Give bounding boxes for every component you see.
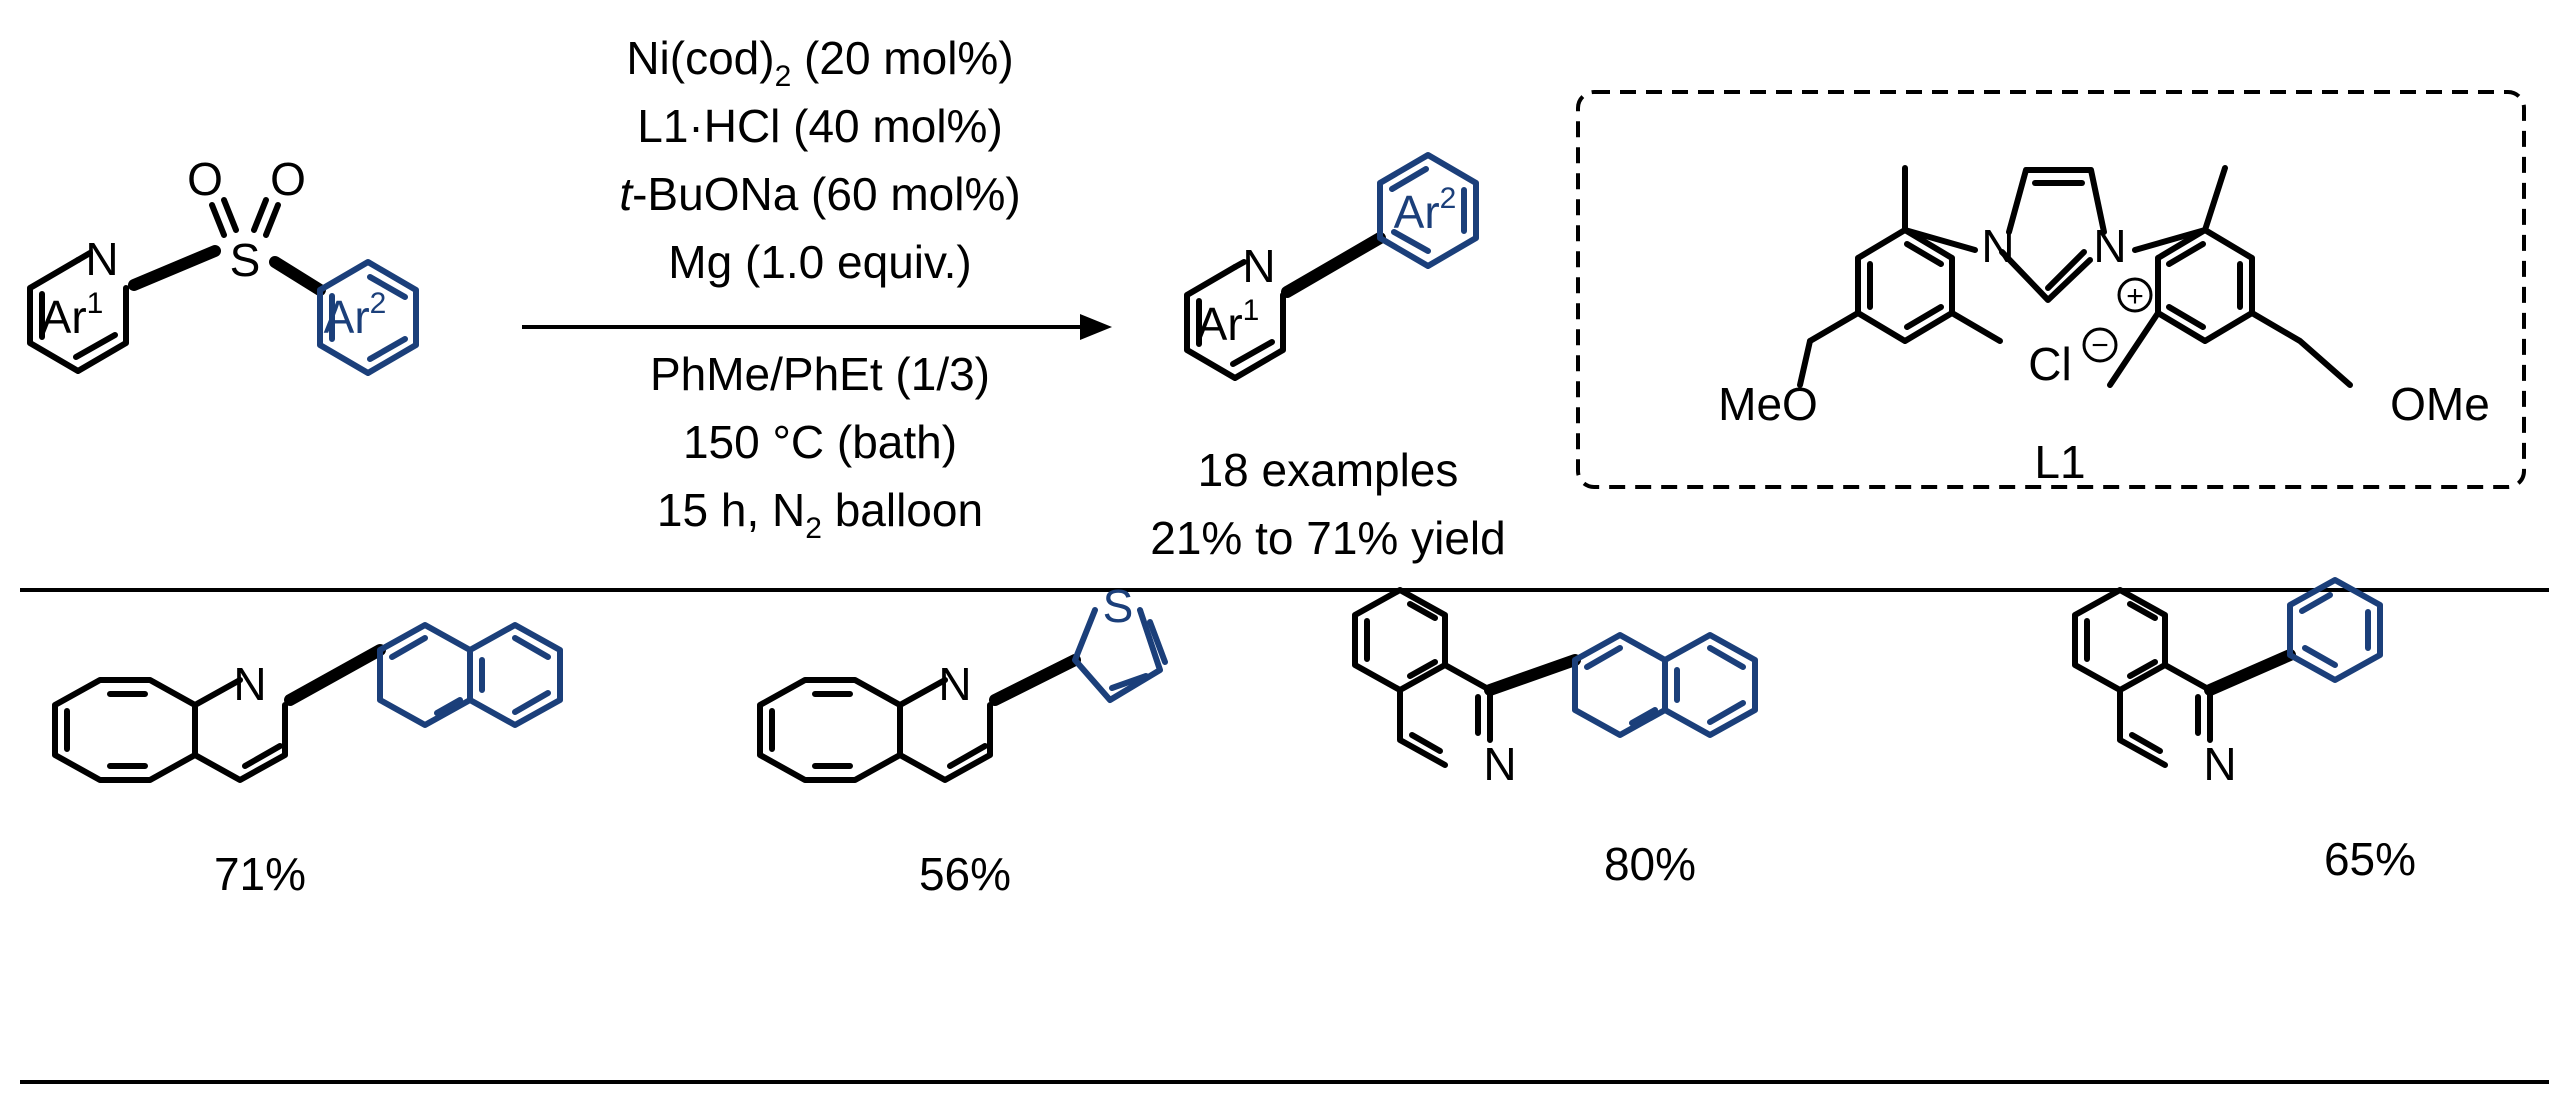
product-ar2-label: Ar2 [1394, 182, 1457, 238]
reagent-reductant: Mg (1.0 equiv.) [668, 236, 971, 288]
ex2-thiophene-s: S [1103, 580, 1134, 632]
ex1-biaryl-bond [284, 644, 386, 706]
ligand-dashed-border [1576, 90, 2526, 489]
ligand-box: N N + MeO OMe Cl − [1576, 90, 2526, 489]
ex3-n: N [1483, 738, 1516, 790]
pyridine-n: N [85, 233, 118, 285]
ligand-label: L1 [2034, 436, 2085, 488]
starting-material-sulfone: N Ar1 S O O Ar2 [27, 153, 419, 376]
condition-time-atmosphere: 15 h, N2 balloon [657, 484, 983, 545]
c-s-bond [128, 245, 221, 291]
ex4-n: N [2203, 738, 2236, 790]
ex2-biaryl-bond [989, 654, 1081, 706]
ex3-biaryl-bond [1484, 654, 1581, 696]
scope-count: 18 examples [1198, 444, 1459, 496]
minus-sign: − [2091, 329, 2109, 362]
ar1-label: Ar1 [41, 287, 104, 343]
ex3-yield: 80% [1604, 838, 1696, 890]
imidazolium-ring: N N + [1981, 167, 2153, 313]
example-4: N 65% [2072, 577, 2416, 885]
reagent-base: t-BuONa (60 mol%) [619, 168, 1020, 220]
ex4-biaryl-bond [2204, 649, 2296, 696]
product-ar2-ring: Ar2 [1377, 152, 1479, 269]
positive-charge-icon [2117, 277, 2153, 313]
sulfur: S [230, 234, 261, 286]
s-o-double-bonds [209, 197, 281, 238]
example-3: N 80% [1352, 587, 1758, 890]
product-pyridine-ring: N Ar1 [1184, 240, 1286, 381]
example-1: N 71% [52, 622, 563, 900]
ex1-yield: 71% [214, 848, 306, 900]
chloride-ion: Cl [2028, 338, 2071, 390]
imidazolium-n1: N [1981, 220, 2014, 272]
condition-solvent: PhMe/PhEt (1/3) [650, 348, 990, 400]
plus-sign: + [2126, 280, 2144, 313]
pyridine-ring: N Ar1 [27, 233, 129, 374]
reaction-arrow-group: Ni(cod)2 (20 mol%) L1·HCl (40 mol%) t-Bu… [522, 32, 1112, 545]
left-aryl-ring: MeO [1718, 165, 2003, 430]
product-pyridine-n: N [1242, 240, 1275, 292]
ar2-ring: Ar2 [317, 259, 419, 376]
product-arylpyridine: N Ar1 Ar2 18 examples 21% to 71% yield [1150, 152, 1506, 564]
condition-temperature: 150 °C (bath) [683, 416, 957, 468]
yield-range: 21% to 71% yield [1150, 512, 1505, 564]
s-aryl-bond [269, 256, 326, 296]
ex2-yield: 56% [919, 848, 1011, 900]
oxygen-1: O [187, 153, 223, 205]
ar2-label: Ar2 [324, 287, 387, 343]
negative-charge-icon [2082, 327, 2118, 363]
product-ar1-label: Ar1 [1197, 294, 1260, 350]
product-biaryl-bond [1281, 232, 1386, 298]
ex2-n: N [938, 658, 971, 710]
right-aryl-ring: OMe [2107, 165, 2490, 430]
reagent-ligand: L1·HCl (40 mol%) [637, 100, 1003, 152]
reagent-catalyst: Ni(cod)2 (20 mol%) [626, 32, 1013, 93]
arrow-head [1080, 314, 1112, 340]
ex1-n: N [233, 658, 266, 710]
right-methoxy: OMe [2390, 378, 2490, 430]
ex4-yield: 65% [2324, 833, 2416, 885]
example-2: N S 56% [757, 580, 1168, 900]
oxygen-2: O [270, 153, 306, 205]
imidazolium-n3: N [2093, 220, 2126, 272]
